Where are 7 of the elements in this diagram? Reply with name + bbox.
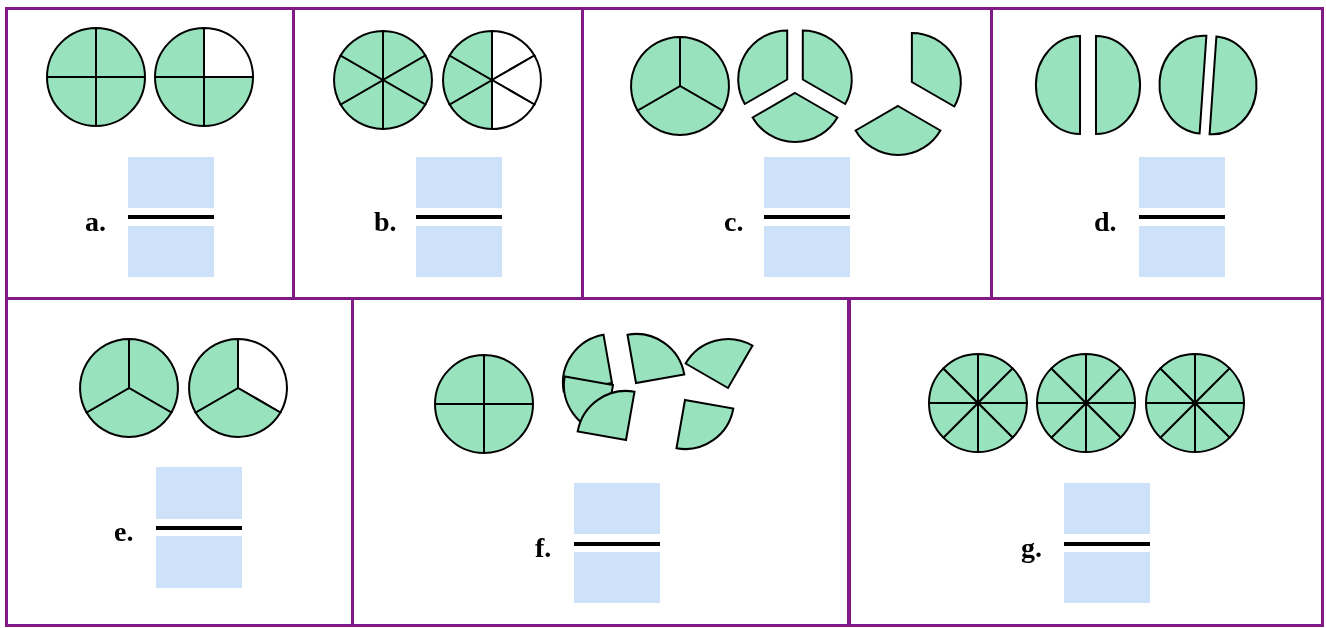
question-letter: f. bbox=[535, 533, 552, 563]
question-letter: d. bbox=[1094, 207, 1117, 237]
question-letter: e. bbox=[114, 517, 134, 547]
question-letter: g. bbox=[1021, 533, 1042, 563]
question-letter: a. bbox=[85, 207, 106, 237]
question-letter: c. bbox=[724, 207, 744, 237]
question-letter: b. bbox=[374, 207, 397, 237]
